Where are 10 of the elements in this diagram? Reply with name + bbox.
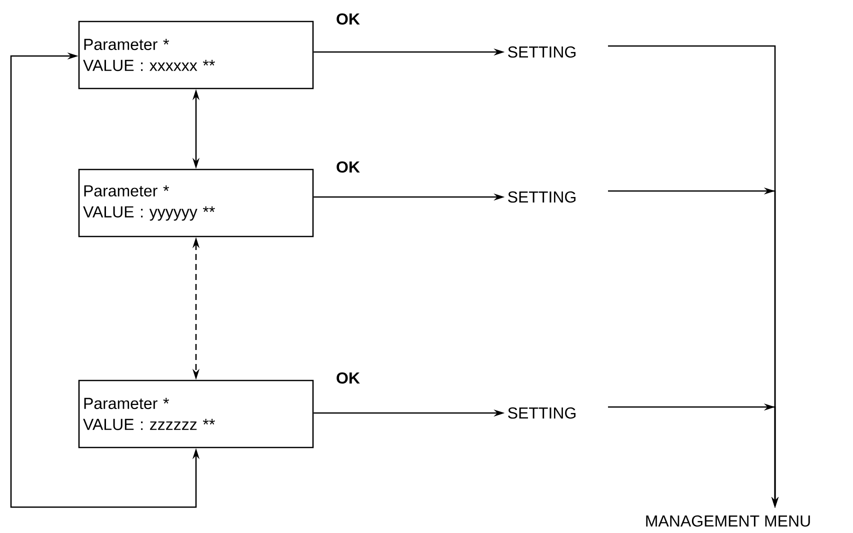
menu-label: MANAGEMENT MENU: [646, 515, 810, 527]
setting-label: SETTING: [508, 407, 576, 419]
setting-label: SETTING: [508, 46, 576, 58]
edge-label: OK: [336, 13, 360, 25]
parameter-box: Parameter * VALUE : zzzzzz **: [78, 380, 314, 448]
edge-label: OK: [336, 161, 360, 173]
edge-label: OK: [336, 372, 360, 384]
parameter-box: Parameter * VALUE : yyyyyy **: [78, 168, 314, 238]
setting-label: SETTING: [508, 191, 576, 203]
parameter-box: Parameter * VALUE : xxxxxx **: [78, 20, 314, 90]
